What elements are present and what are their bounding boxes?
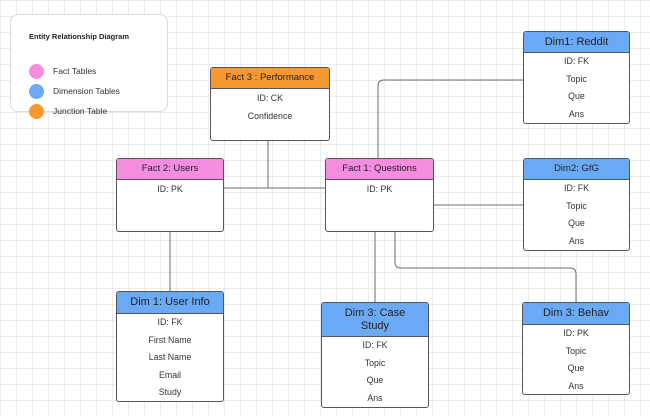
entity-field: First Name bbox=[148, 334, 192, 345]
entity-fact1-questions[interactable]: Fact 1: Questions ID: PK bbox=[325, 158, 434, 232]
entity-field: Email bbox=[159, 369, 181, 380]
entity-title: Dim2: GfG bbox=[524, 159, 629, 180]
legend-item-junction: Junction Table bbox=[29, 103, 107, 119]
entity-title: Dim 1: User Info bbox=[117, 292, 223, 314]
entity-field: Topic bbox=[565, 345, 587, 356]
legend-label-junction: Junction Table bbox=[53, 106, 108, 116]
entity-field: Last Name bbox=[148, 352, 192, 362]
entity-field: Confidence bbox=[247, 110, 293, 121]
entity-title: Dim1: Reddit bbox=[524, 32, 629, 53]
entity-field: Ans bbox=[568, 235, 585, 246]
entity-field: Ans bbox=[568, 108, 585, 119]
entity-field: ID: FK bbox=[157, 317, 183, 327]
entity-fact2-users[interactable]: Fact 2: Users ID: PK bbox=[116, 158, 224, 232]
entity-dim2-gfg[interactable]: Dim2: GfG ID: FK Topic Que Ans bbox=[523, 158, 630, 251]
legend-label-dimension: Dimension Tables bbox=[53, 86, 120, 96]
entity-dim1-user-info[interactable]: Dim 1: User Info ID: FK First Name Last … bbox=[116, 291, 224, 402]
entity-field: ID: PK bbox=[157, 184, 183, 194]
entity-fact3-performance[interactable]: Fact 3 : Performance ID: CK Confidence bbox=[210, 67, 330, 141]
entity-field: ID: FK bbox=[362, 340, 388, 350]
legend-dot-fact bbox=[29, 63, 44, 79]
entity-field: Que bbox=[366, 375, 384, 385]
entity-title: Fact 1: Questions bbox=[326, 159, 433, 180]
legend-dot-dimension bbox=[29, 83, 44, 99]
entity-title: Fact 2: Users bbox=[117, 159, 223, 180]
entity-title: Dim 3: Behav bbox=[523, 303, 629, 325]
legend: Entity Relationship Diagram Fact Tables … bbox=[10, 14, 168, 119]
entity-field: ID: PK bbox=[563, 328, 589, 338]
entity-dim3-case-study[interactable]: Dim 3: Case Study ID: FK Topic Que Ans bbox=[321, 302, 429, 408]
entity-field: ID: FK bbox=[564, 183, 589, 193]
entity-field: Study bbox=[158, 387, 182, 397]
entity-field: ID: PK bbox=[366, 184, 393, 194]
legend-label-fact: Fact Tables bbox=[53, 66, 97, 76]
entity-field: ID: CK bbox=[257, 93, 283, 103]
entity-field: Que bbox=[568, 91, 585, 101]
legend-item-dimension: Dimension Tables bbox=[29, 83, 120, 99]
entity-dim3-behav[interactable]: Dim 3: Behav ID: PK Topic Que Ans bbox=[522, 302, 630, 395]
entity-dim1-reddit[interactable]: Dim1: Reddit ID: FK Topic Que Ans bbox=[523, 31, 630, 124]
entity-field: Que bbox=[568, 218, 585, 228]
entity-field: Ans bbox=[367, 392, 383, 403]
entity-field: Topic bbox=[566, 73, 587, 84]
entity-field: ID: FK bbox=[564, 56, 589, 66]
legend-item-fact: Fact Tables bbox=[29, 63, 96, 79]
legend-dot-junction bbox=[29, 103, 44, 119]
entity-field: Ans bbox=[568, 380, 584, 391]
entity-title: Dim 3: Case Study bbox=[322, 303, 428, 337]
legend-title: Entity Relationship Diagram bbox=[29, 32, 130, 41]
entity-title: Fact 3 : Performance bbox=[211, 68, 329, 89]
entity-field: Topic bbox=[566, 200, 587, 211]
entity-field: Que bbox=[567, 363, 585, 373]
edge-fact1-dim1-reddit bbox=[377, 79, 523, 158]
entity-field: Topic bbox=[364, 357, 386, 368]
